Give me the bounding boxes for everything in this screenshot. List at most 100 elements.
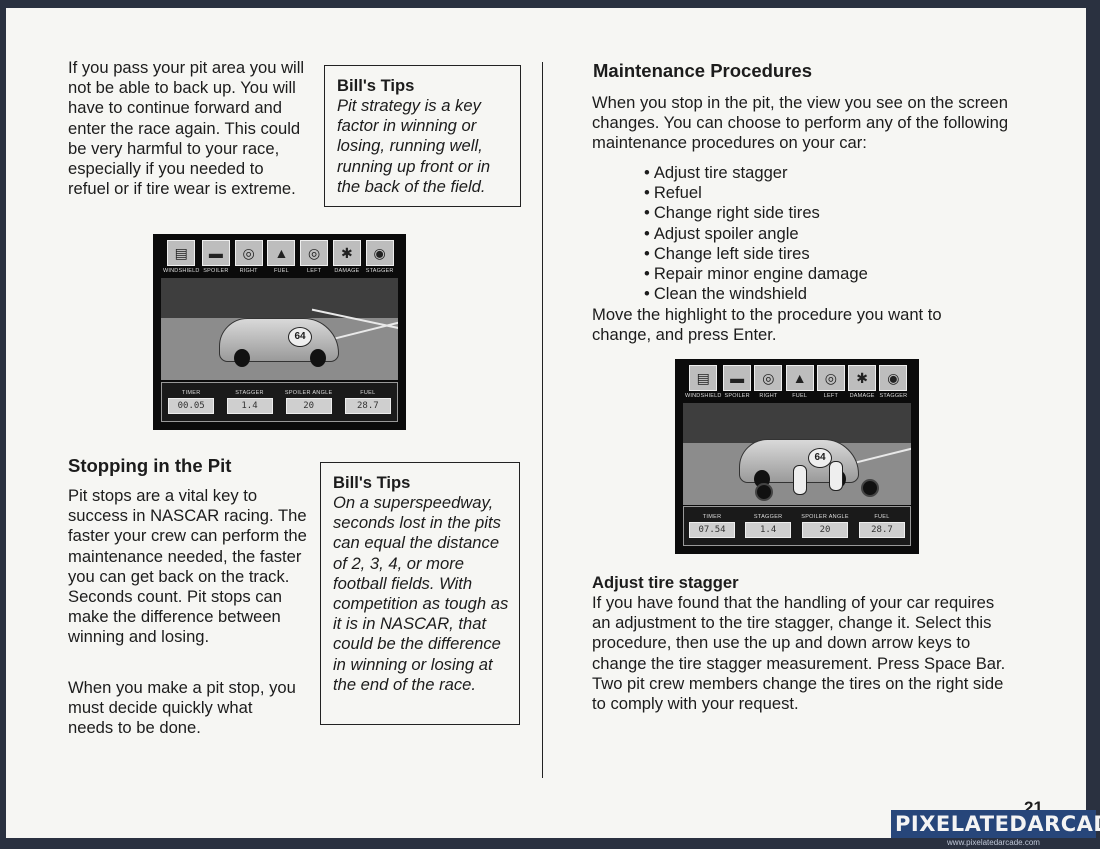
pit-crew-member [829,461,843,491]
windshield-icon: ▤ [689,365,718,391]
maintenance-icon-bar: ▤ WINDSHIELD▬ SPOILER ◎ RIGHT ▲ FUEL ◎LEFT✱DAMA… [163,240,396,276]
maintenance-option: ▲FUEL [784,365,815,401]
stagger-paragraph: If you have found that the handling of y… [592,593,1006,714]
gauge: FUEL 28.7 [858,514,905,538]
gauge: SPOILER ANGLE 20 [285,390,333,414]
maintenance-option: ✱DAMAGE [331,240,364,276]
damage-icon: ✱ [332,240,361,266]
gauge: TIMER 00.05 [168,390,215,414]
fuel-icon: ▲ [267,240,296,266]
gauge-label: TIMER [181,390,201,396]
windshield-icon: ▤ [167,240,196,266]
tip-title: Bill's Tips [337,76,415,95]
car-number: 64 [808,448,832,468]
gauge-label: STAGGER [753,514,783,520]
procedure-item: Repair minor engine damage [644,264,944,284]
maintenance-option: ◎ RIGHT [753,365,784,401]
bills-tips-box-2: Bill's Tips On a superspeedway, seconds … [320,462,520,725]
procedure-item: Change left side tires [644,244,944,264]
gauge-value: 28.7 [858,522,905,538]
pit-stops-paragraph: Pit stops are a vital key to success in … [68,486,307,647]
gauge: TIMER 07.54 [689,514,736,538]
maintenance-option: ✱ DAMAGE [847,365,878,401]
gauge-label: FUEL [360,390,376,396]
bills-tips-box-1: Bill's Tips Pit strategy is a key factor… [324,65,521,207]
column-divider [542,62,543,778]
procedure-item: Adjust tire stagger [644,163,944,183]
tip-title: Bill's Tips [333,473,411,492]
gauge: STAGGER 1.4 [745,514,792,538]
right-tires-icon: ◎ [754,365,783,391]
left-tires-icon: ◎ [816,365,845,391]
option-label: STAGGER [365,268,394,274]
maintenance-icon-bar: ▤ WINDSHIELD▬ SPOILER ◎ RIGHT ▲FUEL◎ LEFT ✱ DAMA… [685,365,909,401]
maintenance-intro: When you stop in the pit, the view you s… [592,93,1009,153]
gauge-value: 1.4 [745,522,792,538]
watermark-url: www.pixelatedarcade.com [947,838,1040,847]
tip-body: On a superspeedway, seconds lost in the … [333,493,509,694]
manual-page: If you pass your pit area you will not b… [6,8,1086,838]
option-label: LEFT [307,268,322,274]
tip-body: Pit strategy is a key factor in winning … [337,96,491,196]
gauge-value: 00.05 [168,398,215,414]
pit-scene: 64 [161,278,398,380]
option-label: FUEL [273,268,289,274]
instruction-paragraph: Move the highlight to the procedure you … [592,305,942,345]
maintenance-option: ◉ STAGGER [363,240,396,276]
option-label: WINDSHIELD [685,393,722,399]
maintenance-option: ◉STAGGER [878,365,909,401]
maintenance-option: ▬ SPOILER [722,365,753,401]
gauge-value: 20 [285,398,332,414]
intro-paragraph: If you pass your pit area you will not b… [68,58,305,199]
procedure-list: Adjust tire staggerRefuelChange right si… [644,163,944,304]
maintenance-option: ◎LEFT [298,240,331,276]
procedure-item: Change right side tires [644,203,944,223]
pit-scene: 64 [683,403,911,505]
maintenance-option: ◎ RIGHT [232,240,265,276]
option-label: SPOILER [203,268,229,274]
option-label: RIGHT [759,393,778,399]
option-label: RIGHT [239,268,258,274]
procedure-item: Adjust spoiler angle [644,224,944,244]
option-label: LEFT [823,393,839,399]
gauge-value: 28.7 [344,398,391,414]
maintenance-option: ▤ WINDSHIELD [163,240,200,276]
maintenance-option: ◎ LEFT [815,365,846,401]
option-label: DAMAGE [849,393,875,399]
maintenance-heading: Maintenance Procedures [593,60,812,81]
spoiler-icon: ▬ [723,365,752,391]
option-label: FUEL [792,393,808,399]
section-heading: Stopping in the Pit [68,455,232,476]
spare-tire [755,483,773,501]
option-label: STAGGER [879,393,908,399]
maintenance-option: ▲ FUEL [265,240,298,276]
pit-decision-paragraph: When you make a pit stop, you must decid… [68,678,296,738]
spoiler-icon: ▬ [201,240,230,266]
damage-icon: ✱ [848,365,877,391]
option-label: SPOILER [724,393,750,399]
pit-crew-member [793,465,807,495]
procedure-item: Refuel [644,183,944,203]
gauge-label: FUEL [874,514,890,520]
gauge-label: SPOILER ANGLE [284,390,333,396]
option-label: WINDSHIELD [163,268,200,274]
stagger-icon: ◉ [365,240,394,266]
spare-tire [861,479,879,497]
race-car: 64 [219,318,339,367]
procedure-item: Clean the windshield [644,284,944,304]
site-watermark: PIXELATEDARCADE www.pixelatedarcade.com [891,810,1100,848]
gauge-label: SPOILER ANGLE [801,514,849,520]
maintenance-option: ▬ SPOILER [200,240,233,276]
stagger-subheading: Adjust tire stagger [592,573,739,592]
gauge-value: 07.54 [689,522,736,538]
pit-screen-screenshot: ▤ WINDSHIELD▬ SPOILER ◎ RIGHT ▲ FUEL ◎LEFT✱DAMA… [153,234,406,430]
pit-crew-screenshot: ▤ WINDSHIELD▬ SPOILER ◎ RIGHT ▲FUEL◎ LEFT ✱ DAMA… [675,359,919,554]
gauge: FUEL 28.7 [344,390,391,414]
maintenance-option: ▤ WINDSHIELD [685,365,722,401]
right-tires-icon: ◎ [234,240,263,266]
gauge-label: TIMER [702,514,722,520]
